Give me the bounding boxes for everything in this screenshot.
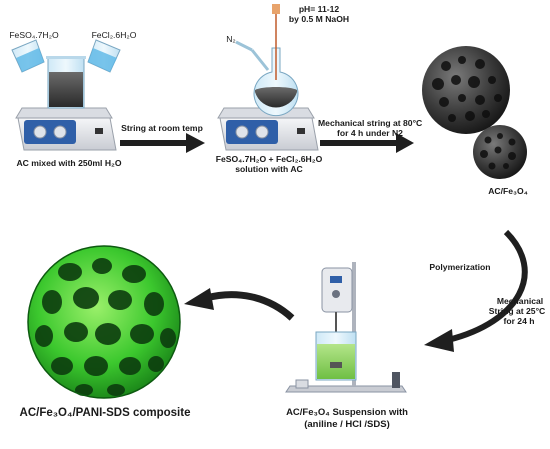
beaker-green-suspension [315,331,357,381]
step4-caption-line1: AC/Fe₃O₄ Suspension with [286,407,408,418]
beaker-dark-liquid-1 [46,56,86,109]
arrow1-label: String at room temp [121,123,203,133]
arrow3-label-line1: Mechanical [496,296,544,306]
arrow3-label-line2: String at 25°C [488,306,546,316]
step4-caption-line2: (aniline / HCl /SDS) [304,419,390,430]
hotplate-stirrer-1 [15,107,117,151]
step5-caption: AC/Fe₃O₄/PANI-SDS composite [19,407,191,419]
arrow3-label-top: Polymerization [429,262,491,272]
curved-arrow-step4-to-step5 [184,288,295,321]
porous-sphere-small [473,125,527,179]
pouring-beaker-left [11,39,45,73]
green-porous-composite [27,245,181,399]
round-bottom-flask [235,4,299,117]
ph-label-line1: pH= 11-12 [298,4,340,14]
arrow2-label-line1: Mechanical string at 80°C [318,118,423,128]
arrow3-label-line3: for 24 h [503,316,535,326]
step3-caption: AC/Fe₃O₄ [488,186,528,196]
gas-inlet-label: N₂ [226,34,236,44]
overhead-stirrer [285,262,407,393]
ph-label-line2: by 0.5 M NaOH [288,14,350,24]
arrow2-label-line2: for 4 h under N2 [337,128,403,138]
step2-caption-line1: FeSO₄.7H₂O + FeCl₂.6H₂O [215,154,323,164]
arrow-step1-to-step2 [120,133,205,153]
reagent-left-label: FeSO₄.7H₂O [9,30,59,40]
step1-caption: AC mixed with 250ml H₂O [16,158,122,168]
curved-arrow-step3-to-step4 [424,229,528,352]
arrow-step2-to-step3 [320,133,414,153]
reagent-right-label: FeCl₂.6H₂O [91,30,137,40]
step2-caption-line2: solution with AC [235,164,303,174]
pouring-beaker-right [87,39,121,73]
porous-sphere-large [422,46,510,134]
